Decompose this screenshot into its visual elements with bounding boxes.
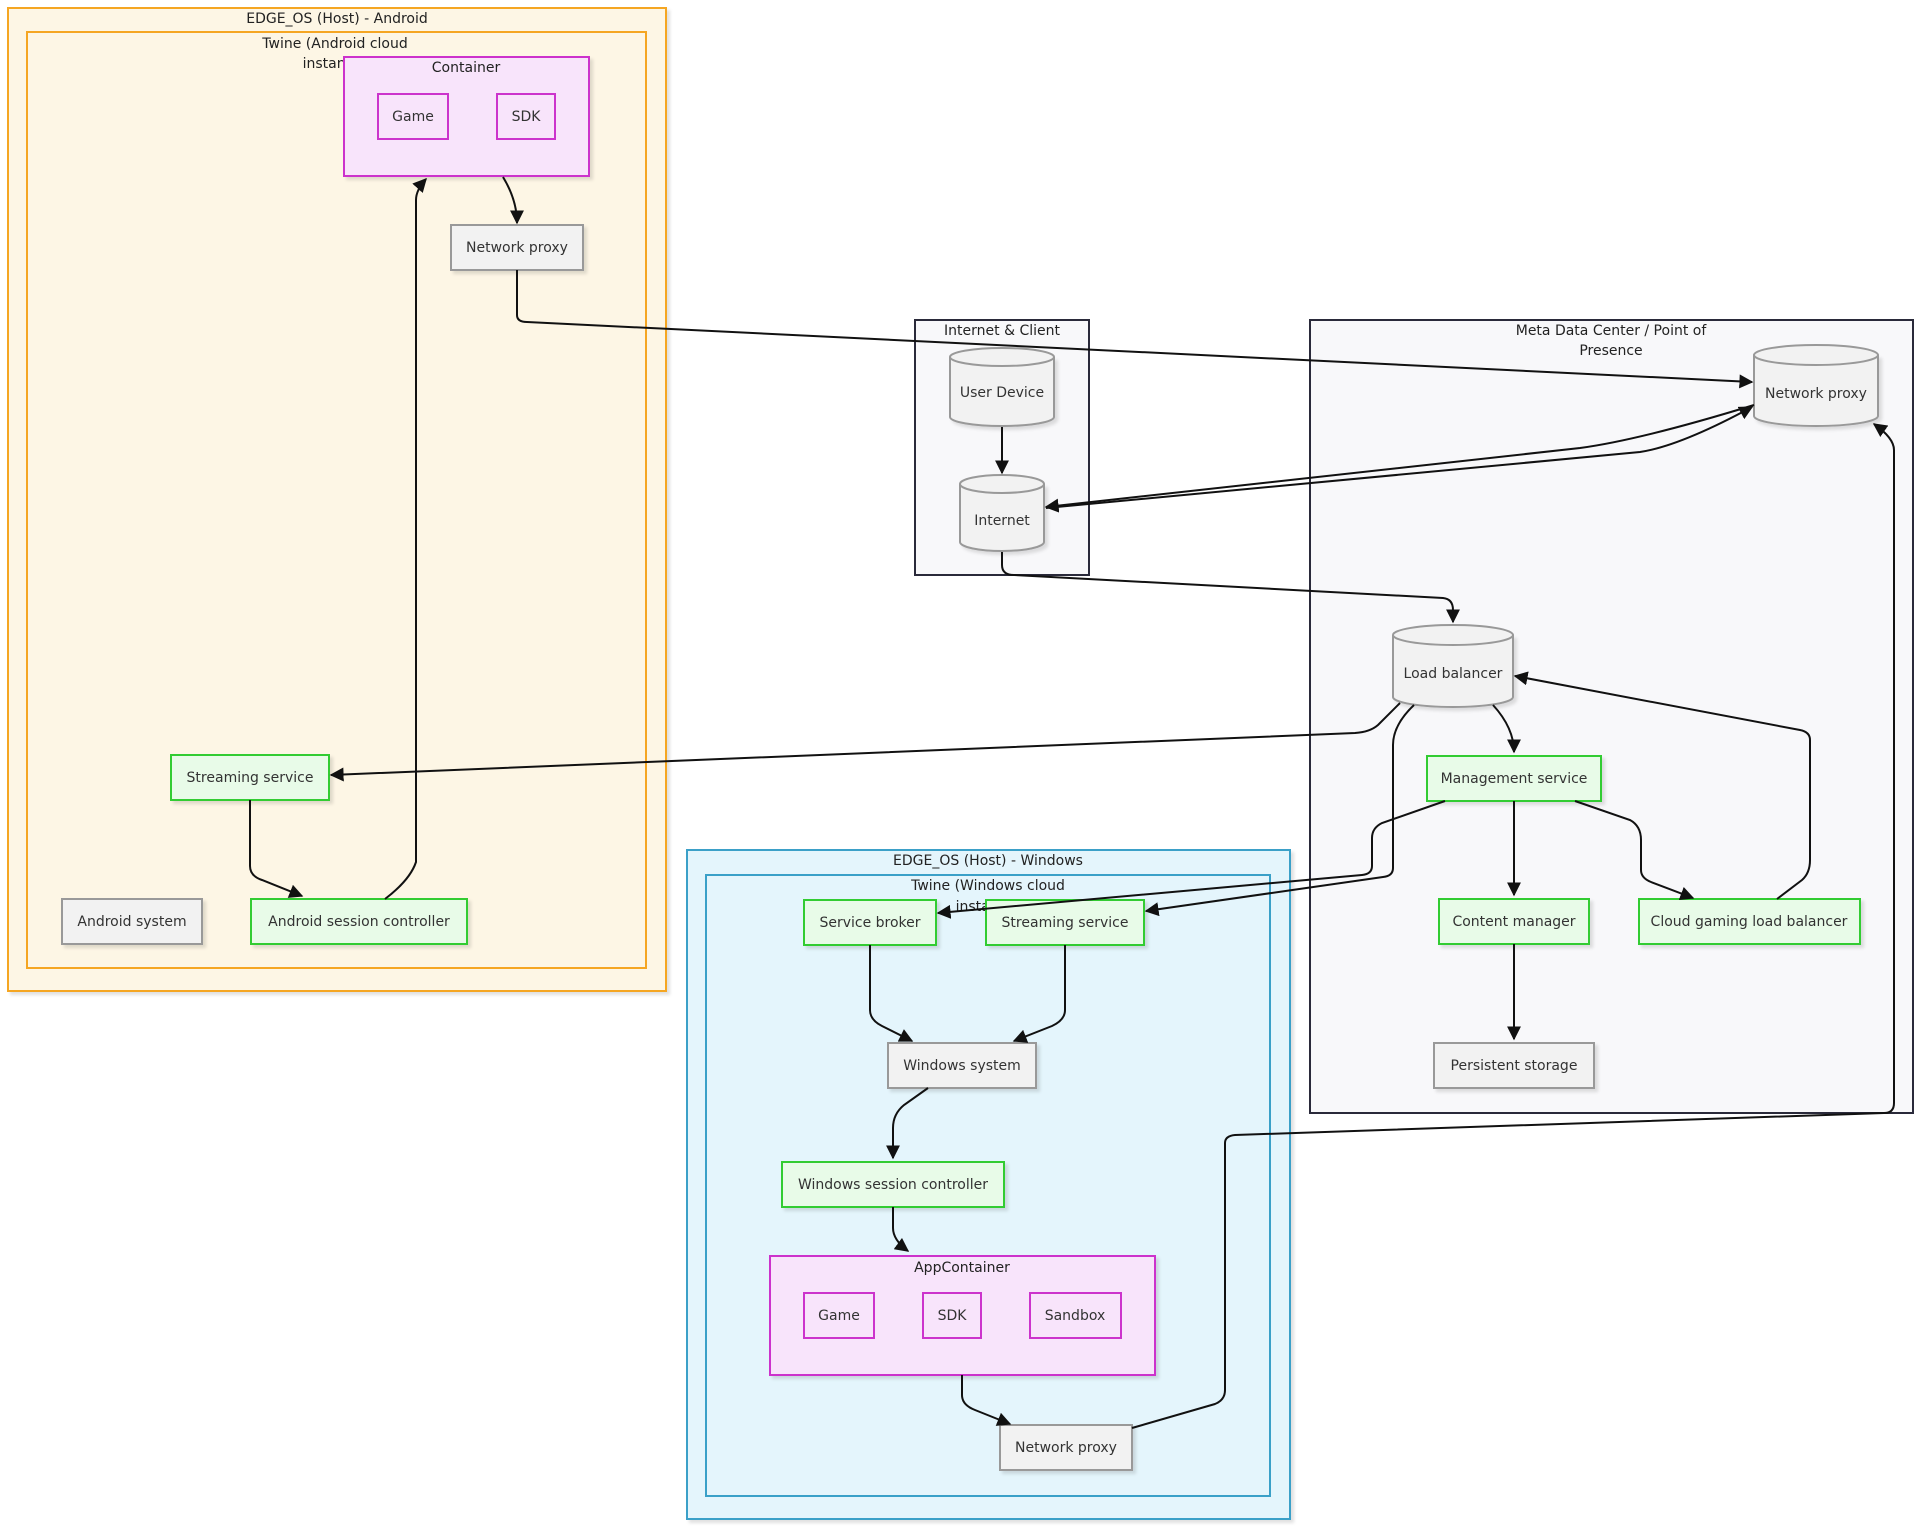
android-network-proxy-label: Network proxy — [466, 240, 568, 256]
service-broker-node[interactable]: Service broker — [803, 899, 937, 946]
edge-internet-to-load-balancer — [1001, 552, 1460, 624]
meta-dc-cluster: Meta Data Center / Point of Presence — [1309, 319, 1914, 1114]
android-sdk-node[interactable]: SDK — [496, 93, 556, 140]
win-sandbox-node[interactable]: Sandbox — [1029, 1292, 1122, 1339]
android-game-node[interactable]: Game — [377, 93, 449, 140]
edge-windows-session-controller-to-app-container — [892, 1207, 910, 1252]
edge-cloud-gaming-load-balancer-to-load-balancer — [1513, 671, 1811, 900]
win-sandbox-label: Sandbox — [1045, 1308, 1106, 1324]
user-device-label: User Device — [960, 385, 1044, 401]
android-streaming-service-label: Streaming service — [187, 770, 314, 786]
persistent-storage-label: Persistent storage — [1451, 1058, 1578, 1074]
windows-twine-title-line1: Twine (Windows cloud — [910, 878, 1065, 894]
edge-windows-system-to-windows-session-controller — [886, 1087, 929, 1160]
dc-network-proxy-node[interactable]: Network proxy — [1753, 344, 1879, 427]
android-container-title: Container — [432, 60, 501, 76]
edge-service-broker-to-windows-system — [869, 945, 914, 1042]
edge-windows-network-proxy-to-dc-network-proxy — [1131, 423, 1895, 1429]
android-network-proxy-node[interactable]: Network proxy — [450, 224, 584, 271]
edge-management-service-to-cloud-gaming-load-balancer — [1574, 800, 1695, 901]
android-session-controller-label: Android session controller — [268, 914, 450, 930]
android-twine-title-line1: Twine (Android cloud — [261, 36, 407, 52]
windows-system-node[interactable]: Windows system — [887, 1042, 1037, 1089]
edge-windows-streaming-service-to-windows-system — [1012, 945, 1066, 1043]
content-manager-node[interactable]: Content manager — [1438, 898, 1590, 945]
edge-dc-network-proxy-to-internet — [1044, 404, 1755, 513]
android-streaming-service-node[interactable]: Streaming service — [170, 754, 330, 801]
edge-internet-to-dc-network-proxy — [1045, 406, 1754, 509]
edge-android-session-controller-to-container — [384, 177, 427, 900]
android-twine-cluster: Twine (Android cloud instance) — [26, 31, 647, 969]
load-balancer-label: Load balancer — [1404, 666, 1503, 682]
edge-load-balancer-to-android-streaming-service — [329, 702, 1401, 782]
windows-host-title: EDGE_OS (Host) - Windows — [893, 853, 1083, 869]
edge-android-streaming-service-to-android-session-controller — [249, 800, 304, 898]
dc-network-proxy-label: Network proxy — [1765, 386, 1867, 402]
management-service-label: Management service — [1441, 771, 1588, 787]
internet-label: Internet — [974, 513, 1030, 529]
win-game-node[interactable]: Game — [803, 1292, 875, 1339]
windows-streaming-service-node[interactable]: Streaming service — [985, 899, 1145, 946]
management-service-node[interactable]: Management service — [1426, 755, 1602, 802]
internet-client-title: Internet & Client — [944, 323, 1060, 339]
android-session-controller-node[interactable]: Android session controller — [250, 898, 468, 945]
edge-android-network-proxy-to-dc-network-proxy — [516, 270, 1754, 389]
windows-streaming-service-label: Streaming service — [1002, 915, 1129, 931]
app-container-title: AppContainer — [914, 1260, 1010, 1276]
persistent-storage-node[interactable]: Persistent storage — [1433, 1042, 1595, 1089]
service-broker-label: Service broker — [819, 915, 920, 931]
internet-node[interactable]: Internet — [959, 474, 1045, 552]
edge-management-service-to-service-broker — [936, 800, 1446, 919]
android-game-label: Game — [392, 109, 434, 125]
user-device-node[interactable]: User Device — [949, 347, 1055, 427]
win-sdk-node[interactable]: SDK — [922, 1292, 982, 1339]
edge-app-container-to-windows-network-proxy — [961, 1375, 1012, 1426]
content-manager-label: Content manager — [1452, 914, 1575, 930]
meta-dc-title-line2: Presence — [1579, 343, 1642, 359]
android-sdk-label: SDK — [512, 109, 542, 125]
windows-session-controller-label: Windows session controller — [798, 1177, 988, 1193]
edge-load-balancer-to-windows-streaming-service — [1144, 704, 1415, 917]
android-host-title: EDGE_OS (Host) - Android — [246, 11, 428, 27]
cloud-gaming-load-balancer-label: Cloud gaming load balancer — [1651, 914, 1848, 930]
win-sdk-label: SDK — [938, 1308, 968, 1324]
edge-container-to-android-network-proxy — [502, 176, 524, 225]
android-system-node[interactable]: Android system — [61, 898, 203, 945]
windows-network-proxy-label: Network proxy — [1015, 1440, 1117, 1456]
windows-system-label: Windows system — [903, 1058, 1021, 1074]
cloud-gaming-load-balancer-node[interactable]: Cloud gaming load balancer — [1638, 898, 1861, 945]
windows-network-proxy-node[interactable]: Network proxy — [999, 1424, 1133, 1471]
load-balancer-node[interactable]: Load balancer — [1392, 624, 1514, 708]
android-system-label: Android system — [77, 914, 186, 930]
edge-load-balancer-to-management-service — [1492, 704, 1521, 754]
win-game-label: Game — [818, 1308, 860, 1324]
meta-dc-title-line1: Meta Data Center / Point of — [1516, 323, 1708, 339]
windows-session-controller-node[interactable]: Windows session controller — [781, 1161, 1005, 1208]
edges — [249, 176, 1895, 1429]
